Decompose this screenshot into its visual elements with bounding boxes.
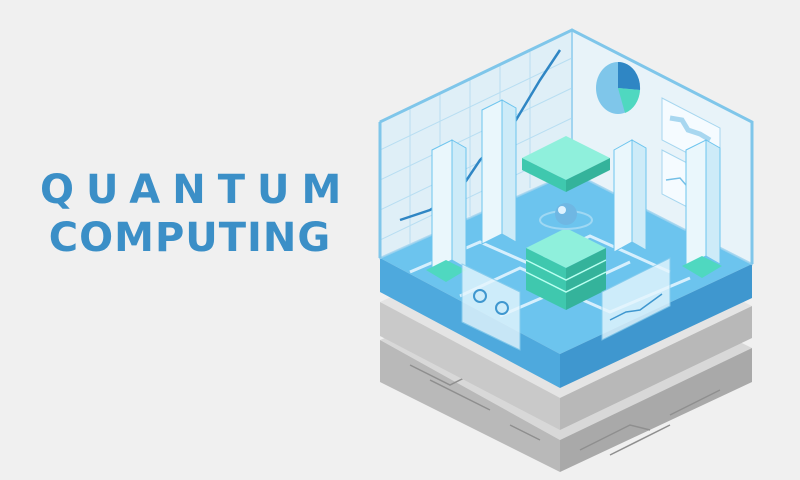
headline-line-1: QUANTUM [40,167,354,213]
pie-chart-icon [596,61,641,114]
headline-line-2: COMPUTING [48,215,332,261]
qubit-sphere-icon [539,203,593,230]
quantum-computer-illustration [378,28,754,472]
quantum-core [522,136,610,310]
headline: QUANTUM COMPUTING [40,167,354,264]
monitor-panels [461,257,671,351]
server-tower-icon [426,99,722,282]
line-chart-icon [399,49,562,222]
